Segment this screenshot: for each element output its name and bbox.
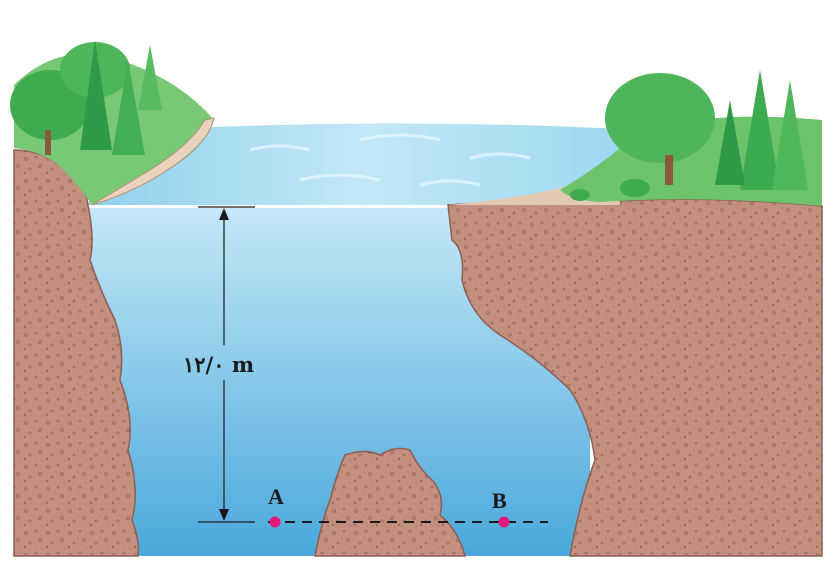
point-b-label: B bbox=[492, 488, 507, 513]
center-rock bbox=[314, 447, 466, 557]
depth-label: ۱۲/۰ m bbox=[183, 352, 254, 377]
point-a-label: A bbox=[268, 484, 284, 509]
left-shore bbox=[91, 117, 215, 206]
point-b-marker bbox=[498, 516, 510, 528]
arrowhead-up bbox=[219, 208, 229, 220]
point-a-marker bbox=[269, 516, 281, 528]
arrowhead-down bbox=[219, 509, 229, 521]
left-trees bbox=[10, 40, 162, 155]
lake-surface bbox=[85, 123, 640, 205]
right-trees bbox=[570, 70, 808, 201]
surface-ripples bbox=[249, 133, 531, 187]
